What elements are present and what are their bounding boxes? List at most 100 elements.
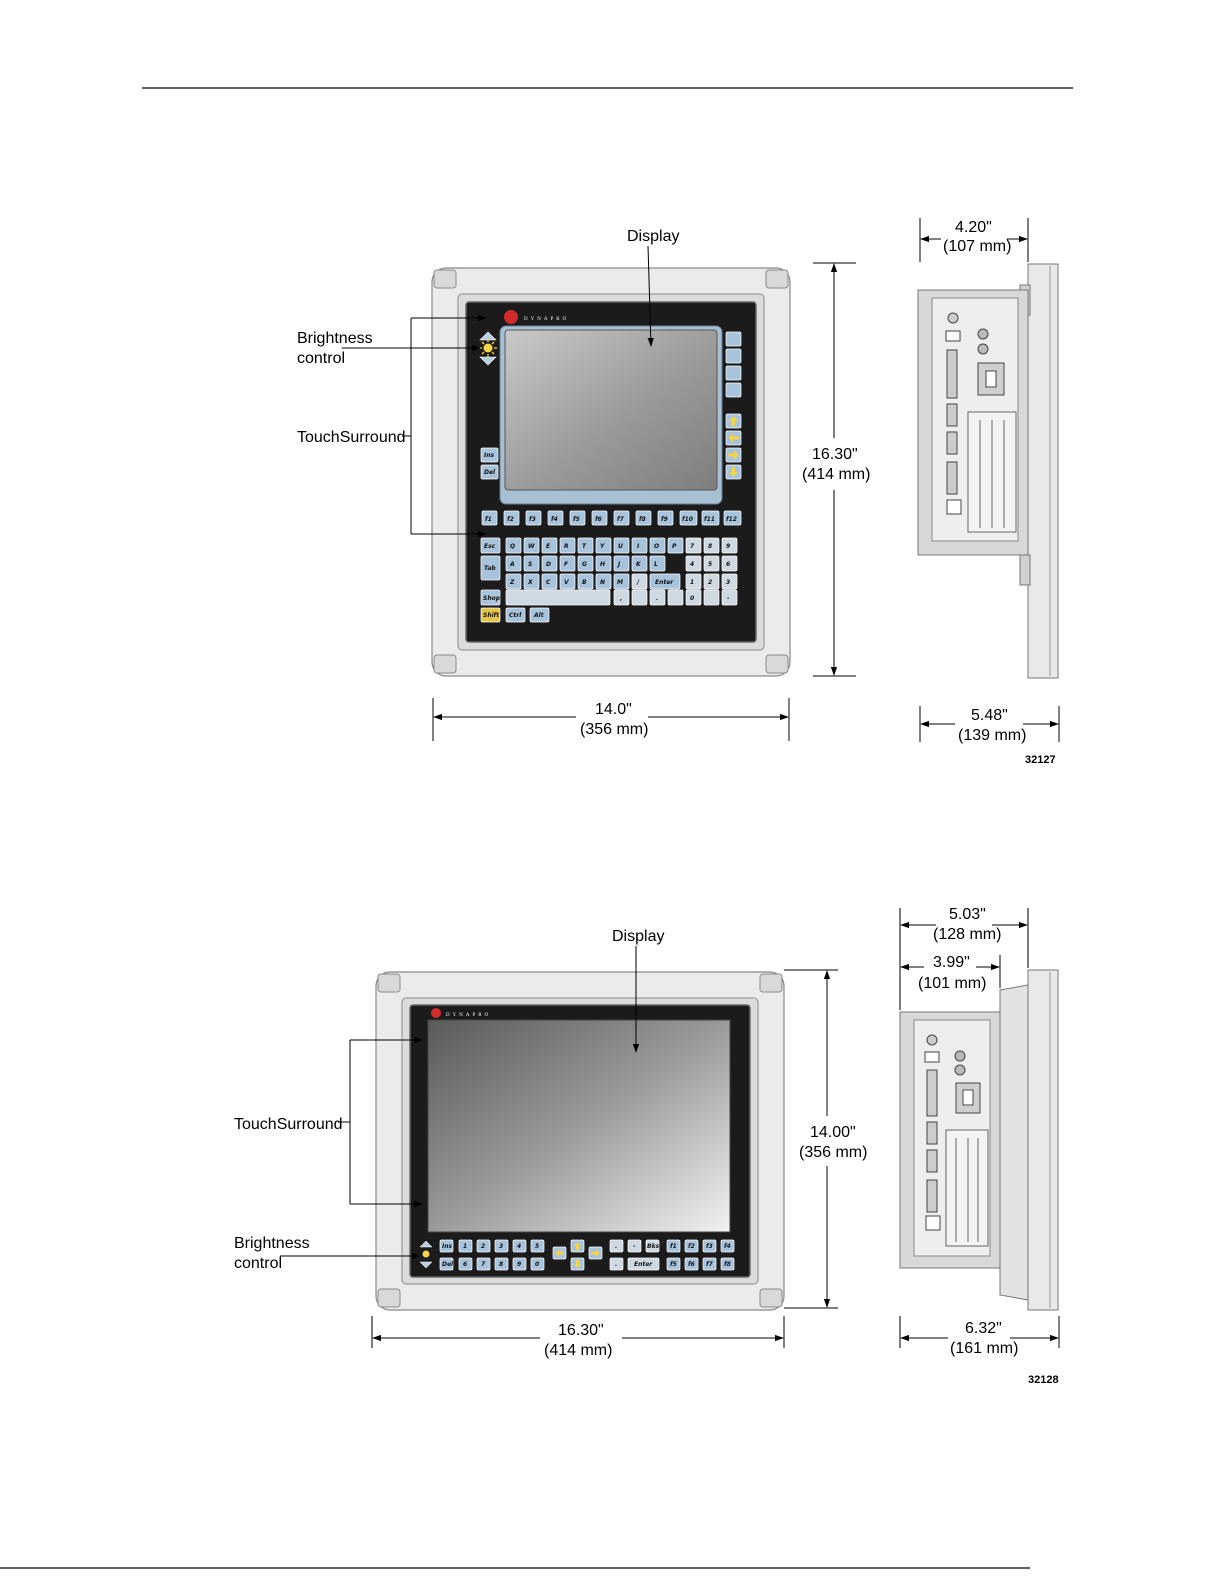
- keyboard-key[interactable]: 0: [685, 589, 702, 606]
- keypad-key[interactable]: 0: [530, 1257, 545, 1271]
- keyboard-key[interactable]: [667, 589, 684, 606]
- brightness-control[interactable]: [479, 331, 497, 366]
- function-key[interactable]: f2: [503, 510, 520, 526]
- keyboard-key[interactable]: F: [559, 555, 576, 572]
- keyboard-key[interactable]: L: [649, 555, 666, 572]
- arrow-down-key[interactable]: [570, 1257, 585, 1271]
- keyboard-key[interactable]: [703, 589, 720, 606]
- keyboard-key[interactable]: Q: [505, 537, 522, 554]
- keyboard-key[interactable]: 9: [721, 537, 738, 554]
- keyboard-key[interactable]: /: [631, 573, 648, 590]
- keyboard-key[interactable]: S: [523, 555, 540, 572]
- function-key[interactable]: f10: [679, 510, 698, 526]
- function-key[interactable]: f12: [723, 510, 742, 526]
- function-key[interactable]: f9: [657, 510, 674, 526]
- spacebar-key[interactable]: [505, 589, 611, 606]
- function-key[interactable]: f7: [613, 510, 630, 526]
- keypad-key[interactable]: 8: [494, 1257, 509, 1271]
- arrow-left-key[interactable]: [552, 1246, 567, 1260]
- keyboard-key[interactable]: R: [559, 537, 576, 554]
- function-key[interactable]: f1: [666, 1239, 681, 1253]
- keyboard-key[interactable]: O: [649, 537, 666, 554]
- keyboard-key[interactable]: X: [523, 573, 540, 590]
- keyboard-key[interactable]: P: [667, 537, 684, 554]
- function-key[interactable]: f6: [684, 1257, 699, 1271]
- keyboard-key[interactable]: 3: [721, 573, 738, 590]
- function-key[interactable]: f7: [702, 1257, 717, 1271]
- keyboard-key[interactable]: 2: [703, 573, 720, 590]
- keyboard-key[interactable]: T: [577, 537, 594, 554]
- function-key[interactable]: f4: [720, 1239, 735, 1253]
- keyboard-key[interactable]: 7: [685, 537, 702, 554]
- keyboard-key[interactable]: E: [541, 537, 558, 554]
- keyboard-key[interactable]: Esc: [480, 537, 501, 554]
- keyboard-key[interactable]: M: [613, 573, 630, 590]
- function-key[interactable]: f3: [702, 1239, 717, 1253]
- keypad-key[interactable]: 5: [530, 1239, 545, 1253]
- display-screen[interactable]: [504, 329, 718, 491]
- function-key[interactable]: f1: [481, 510, 498, 526]
- keyboard-key[interactable]: C: [541, 573, 558, 590]
- function-key[interactable]: f5: [569, 510, 586, 526]
- keyboard-key[interactable]: 6: [721, 555, 738, 572]
- keypad-key[interactable]: .: [609, 1257, 624, 1271]
- pgdn-key[interactable]: [725, 365, 742, 381]
- keypad-key[interactable]: -: [627, 1239, 642, 1253]
- keyboard-key[interactable]: B: [577, 573, 594, 590]
- pgup-key[interactable]: [725, 348, 742, 364]
- function-key[interactable]: f3: [525, 510, 542, 526]
- function-key[interactable]: f6: [591, 510, 608, 526]
- enter-key[interactable]: Enter: [649, 573, 681, 590]
- keyboard-key[interactable]: 8: [703, 537, 720, 554]
- keypad-key[interactable]: 3: [494, 1239, 509, 1253]
- enter-key[interactable]: Enter: [627, 1257, 660, 1271]
- keypad-key[interactable]: Bks: [645, 1239, 660, 1253]
- shift-key[interactable]: Shift: [480, 607, 501, 623]
- keyboard-key[interactable]: ,: [613, 589, 630, 606]
- keyboard-key[interactable]: N: [595, 573, 612, 590]
- keyboard-key[interactable]: -: [721, 589, 738, 606]
- arrow-up-key[interactable]: [570, 1239, 585, 1253]
- keypad-key[interactable]: 7: [476, 1257, 491, 1271]
- keyboard-key[interactable]: 4: [685, 555, 702, 572]
- keypad-key[interactable]: 9: [512, 1257, 527, 1271]
- arrow-right-key[interactable]: [588, 1246, 603, 1260]
- ctrl-key[interactable]: Ctrl: [505, 607, 526, 623]
- keyboard-key[interactable]: Z: [505, 573, 522, 590]
- keyboard-key[interactable]: D: [541, 555, 558, 572]
- keypad-key[interactable]: .: [609, 1239, 624, 1253]
- keyboard-key[interactable]: G: [577, 555, 594, 572]
- keyboard-key[interactable]: .: [649, 589, 666, 606]
- keypad-key[interactable]: 4: [512, 1239, 527, 1253]
- function-key[interactable]: f4: [547, 510, 564, 526]
- keyboard-key[interactable]: I: [631, 537, 648, 554]
- keyboard-key[interactable]: A: [505, 555, 522, 572]
- keyboard-key[interactable]: U: [613, 537, 630, 554]
- end-key[interactable]: [725, 382, 742, 398]
- function-key[interactable]: f11: [701, 510, 720, 526]
- del-key[interactable]: [480, 464, 499, 480]
- keyboard-key[interactable]: Tab: [480, 555, 501, 581]
- alt-key[interactable]: Alt: [529, 607, 550, 623]
- display-screen[interactable]: [427, 1019, 731, 1233]
- brightness-control[interactable]: [419, 1240, 433, 1269]
- keyboard-key[interactable]: 5: [703, 555, 720, 572]
- keyboard-key[interactable]: W: [523, 537, 540, 554]
- keyboard-key[interactable]: Y: [595, 537, 612, 554]
- keyboard-key[interactable]: 1: [685, 573, 702, 590]
- keyboard-key[interactable]: V: [559, 573, 576, 590]
- function-key[interactable]: f2: [684, 1239, 699, 1253]
- ins-key[interactable]: [480, 447, 499, 463]
- keypad-key[interactable]: Del: [439, 1257, 454, 1271]
- keyboard-key[interactable]: H: [595, 555, 612, 572]
- home-key[interactable]: [725, 331, 742, 347]
- keyboard-key[interactable]: K: [631, 555, 648, 572]
- keyboard-key[interactable]: [631, 589, 648, 606]
- keyboard-key[interactable]: Shop: [480, 589, 501, 606]
- function-key[interactable]: f8: [635, 510, 652, 526]
- keypad-key[interactable]: Ins: [439, 1239, 454, 1253]
- keypad-key[interactable]: 6: [458, 1257, 473, 1271]
- function-key[interactable]: f5: [666, 1257, 681, 1271]
- keypad-key[interactable]: 2: [476, 1239, 491, 1253]
- function-key[interactable]: f8: [720, 1257, 735, 1271]
